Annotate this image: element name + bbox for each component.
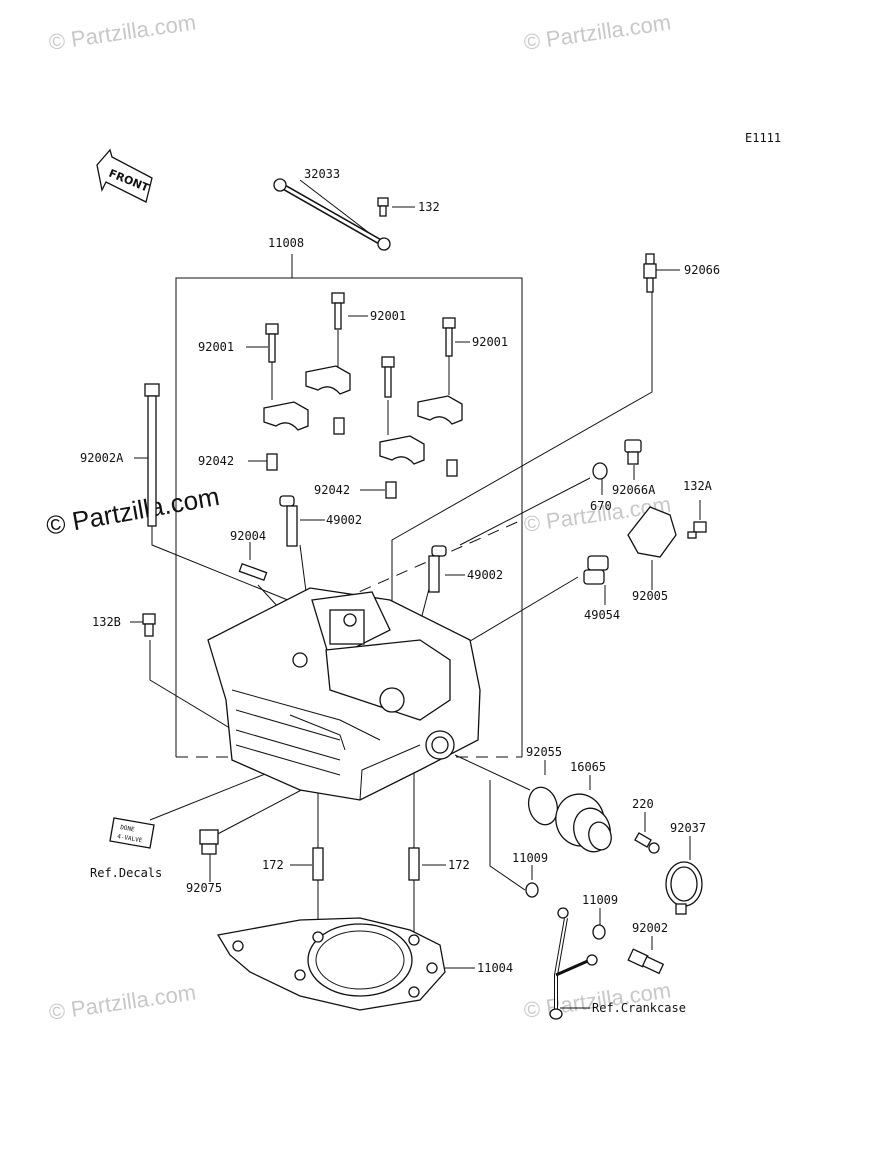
part-11009-b [592,924,606,940]
label-220: 220 [632,797,654,811]
label-11009-b: 11009 [582,893,618,907]
label-32033: 32033 [304,167,340,181]
part-92002A [144,383,160,527]
label-92001-a: 92001 [370,309,406,323]
part-92001-bolts [265,292,456,398]
label-92042-a: 92042 [198,454,234,468]
label-172-b: 172 [448,858,470,872]
label-16065: 16065 [570,760,606,774]
decal-line-1: DONE [120,824,136,833]
label-11009-a: 11009 [512,851,548,865]
watermark-dark: © Partzilla.com [44,481,222,541]
part-cylinder-head [207,587,481,801]
part-16065 [555,793,612,853]
part-92004 [238,562,268,582]
part-cam-caps [263,365,463,465]
label-11008: 11008 [268,236,304,250]
label-ref-decals: Ref.Decals [90,866,162,880]
part-172-studs [312,847,420,881]
part-132A [687,521,707,539]
part-92037 [665,861,703,915]
label-92037: 92037 [670,821,706,835]
label-92066A: 92066A [612,483,656,497]
part-49054 [583,555,609,585]
part-labels: 32033 132 11008 92066 92001 92001 92001 … [80,167,720,1015]
label-92042-b: 92042 [314,483,350,497]
label-92055: 92055 [526,745,562,759]
part-132 [377,197,389,217]
label-ref-crankcase: Ref.Crankcase [592,1001,686,1015]
label-49054: 49054 [584,608,620,622]
label-92002A: 92002A [80,451,124,465]
part-decal: DONE 4-VALVE [109,817,155,849]
label-11004: 11004 [477,961,513,975]
label-92001-c: 92001 [472,335,508,349]
watermark-top-left: © Partzilla.com [47,10,197,55]
part-92066A [624,439,642,465]
label-92066: 92066 [684,263,720,277]
part-220 [634,832,660,854]
part-670 [592,462,608,480]
part-32033 [273,178,391,251]
part-11004 [216,917,446,1011]
part-92075 [199,829,219,855]
label-92005: 92005 [632,589,668,603]
label-92075: 92075 [186,881,222,895]
label-132B: 132B [92,615,121,629]
watermark-bottom-left: © Partzilla.com [47,980,197,1025]
label-670: 670 [590,499,612,513]
label-92001-b: 92001 [198,340,234,354]
part-92042-dowels [266,417,458,499]
label-49002-b: 49002 [467,568,503,582]
label-132A: 132A [683,479,713,493]
front-arrow-icon: FRONT [96,148,153,203]
label-132: 132 [418,200,440,214]
part-11009-a [525,882,539,898]
part-92055 [527,786,559,826]
label-172-a: 172 [262,858,284,872]
label-92004: 92004 [230,529,266,543]
label-49002-a: 49002 [326,513,362,527]
part-92005 [627,506,677,558]
part-92002 [627,948,665,975]
part-49002-valves [279,495,447,593]
part-oil-pipe [549,907,598,1020]
part-92066 [643,253,657,293]
diagram-code: E1111 [745,131,781,145]
label-92002: 92002 [632,921,668,935]
parts: DONE 4-VALVE [109,178,707,1020]
watermark-top-right: © Partzilla.com [522,10,672,55]
part-132B [142,613,156,637]
decal-line-2: 4-VALVE [117,833,143,844]
